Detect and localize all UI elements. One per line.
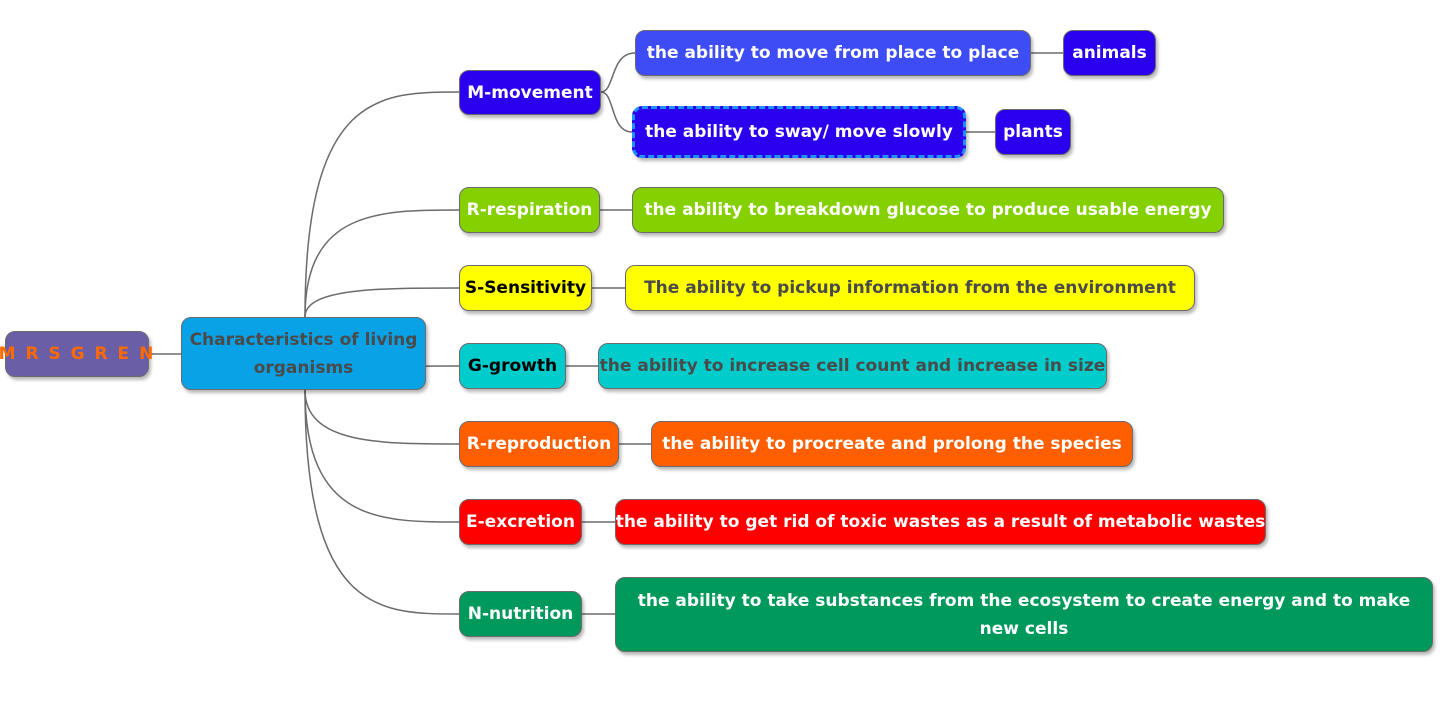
movement-plants-description-label: the ability to sway/ move slowly [645,122,953,142]
respiration-description-label: the ability to breakdown glucose to prod… [644,200,1212,220]
animals-node[interactable]: animals [1063,30,1156,76]
connector-movement-plants [600,91,633,133]
movement-animals-description[interactable]: the ability to move from place to place [635,30,1031,76]
branch-reproduction[interactable]: R-reproduction [459,421,619,467]
branch-movement[interactable]: M-movement [459,70,601,115]
growth-description-label: the ability to increase cell count and i… [599,356,1106,376]
movement-plants-description[interactable]: the ability to sway/ move slowly [632,106,966,158]
root-node[interactable]: M R S G R E N [0,331,153,377]
sensitivity-description[interactable]: The ability to pickup information from t… [625,265,1195,311]
branch-growth-label: G-growth [467,356,558,376]
excretion-description[interactable]: the ability to get rid of toxic wastes a… [615,499,1266,545]
reproduction-description-label: the ability to procreate and prolong the… [662,434,1122,454]
animals-label: animals [1072,43,1147,63]
respiration-description[interactable]: the ability to breakdown glucose to prod… [632,187,1224,233]
connector-center-branch-6 [304,389,460,615]
connector-center-branch-4 [304,389,460,445]
branch-nutrition[interactable]: N-nutrition [459,591,582,637]
branch-respiration[interactable]: R-respiration [459,187,600,233]
branch-movement-label: M-movement [467,82,593,103]
sensitivity-description-label: The ability to pickup information from t… [644,278,1176,298]
growth-description[interactable]: the ability to increase cell count and i… [598,343,1107,389]
nutrition-description[interactable]: the ability to take substances from the … [615,577,1433,652]
branch-excretion-label: E-excretion [466,512,575,532]
connector-center-branch-2 [304,287,460,318]
center-topic-node[interactable]: Characteristics of living organisms [181,317,426,390]
plants-label: plants [1003,122,1063,142]
branch-excretion[interactable]: E-excretion [459,499,582,545]
connector-center-branch-0 [304,91,460,318]
center-topic-label: Characteristics of living organisms [189,329,418,378]
nutrition-description-label: the ability to take substances from the … [637,590,1411,639]
connector-center-branch-5 [304,389,460,523]
movement-animals-description-label: the ability to move from place to place [646,43,1020,63]
branch-respiration-label: R-respiration [466,200,593,220]
reproduction-description[interactable]: the ability to procreate and prolong the… [651,421,1133,467]
connector-center-branch-1 [304,209,460,318]
connector-movement-animals [600,52,636,93]
branch-reproduction-label: R-reproduction [466,434,612,454]
branch-sensitivity-label: S-Sensitivity [464,278,587,298]
branch-sensitivity[interactable]: S-Sensitivity [459,265,592,311]
root-label: M R S G R E N [0,344,156,364]
branch-nutrition-label: N-nutrition [467,604,574,624]
plants-node[interactable]: plants [995,109,1071,155]
branch-growth[interactable]: G-growth [459,343,566,389]
excretion-description-label: the ability to get rid of toxic wastes a… [615,512,1266,532]
